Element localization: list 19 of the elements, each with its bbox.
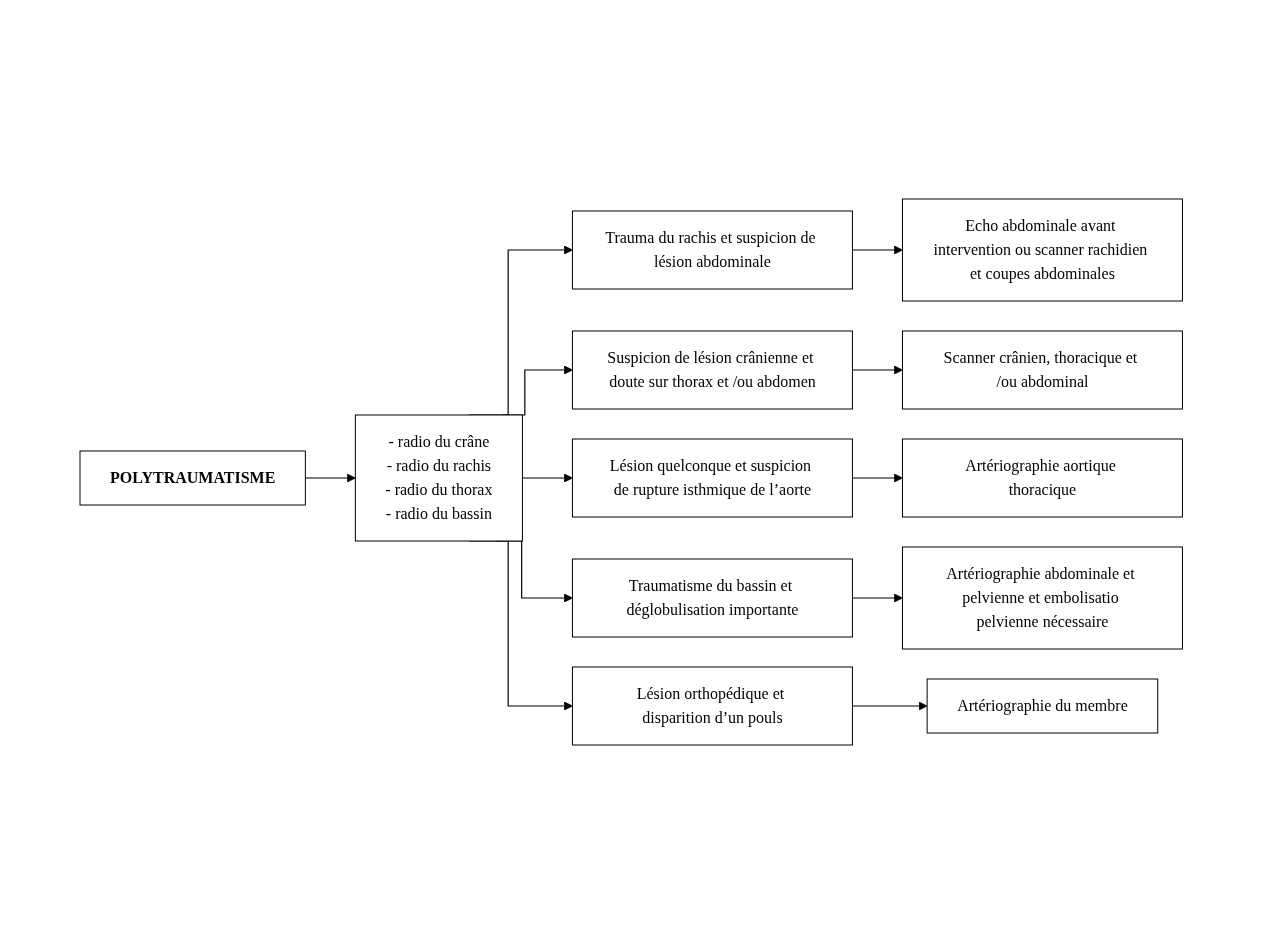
arrow <box>851 473 903 482</box>
node-box: Lésion orthopédique et disparition d’un pouls <box>571 666 853 745</box>
node-box: Artériographie aortique thoracique <box>901 438 1183 517</box>
node-box: Trauma du rachis et suspicion de lésion abdominale <box>571 210 853 289</box>
node-box: Suspicion de lésion crânienne et doute sur thorax et /ou abdomen <box>571 330 853 409</box>
node-box: Lésion quelconque et suspicion de rupture isthmique de l’aorte <box>571 438 853 517</box>
node-box: Artériographie du membre <box>926 678 1158 733</box>
arrow <box>304 473 356 482</box>
node-box: Scanner crânien, thoracique et /ou abdominal <box>901 330 1183 409</box>
node-box: Traumatisme du bassin et déglobulisation importante <box>571 558 853 637</box>
node-box: Echo abdominale avant intervention ou scanner rachidien et coupes abdominales <box>901 198 1183 301</box>
node-box: Artériographie abdominale et pelvienne et embolisatio pelvienne nécessaire <box>901 546 1183 649</box>
arrow <box>521 473 573 482</box>
arrow <box>851 593 903 602</box>
arrow <box>851 701 928 710</box>
node-box: POLYTRAUMATISME <box>79 450 306 505</box>
arrow <box>851 365 903 374</box>
node-box: - radio du crâne - radio du rachis - radio du thorax - radio du bassin <box>354 414 523 541</box>
arrow <box>851 245 903 254</box>
